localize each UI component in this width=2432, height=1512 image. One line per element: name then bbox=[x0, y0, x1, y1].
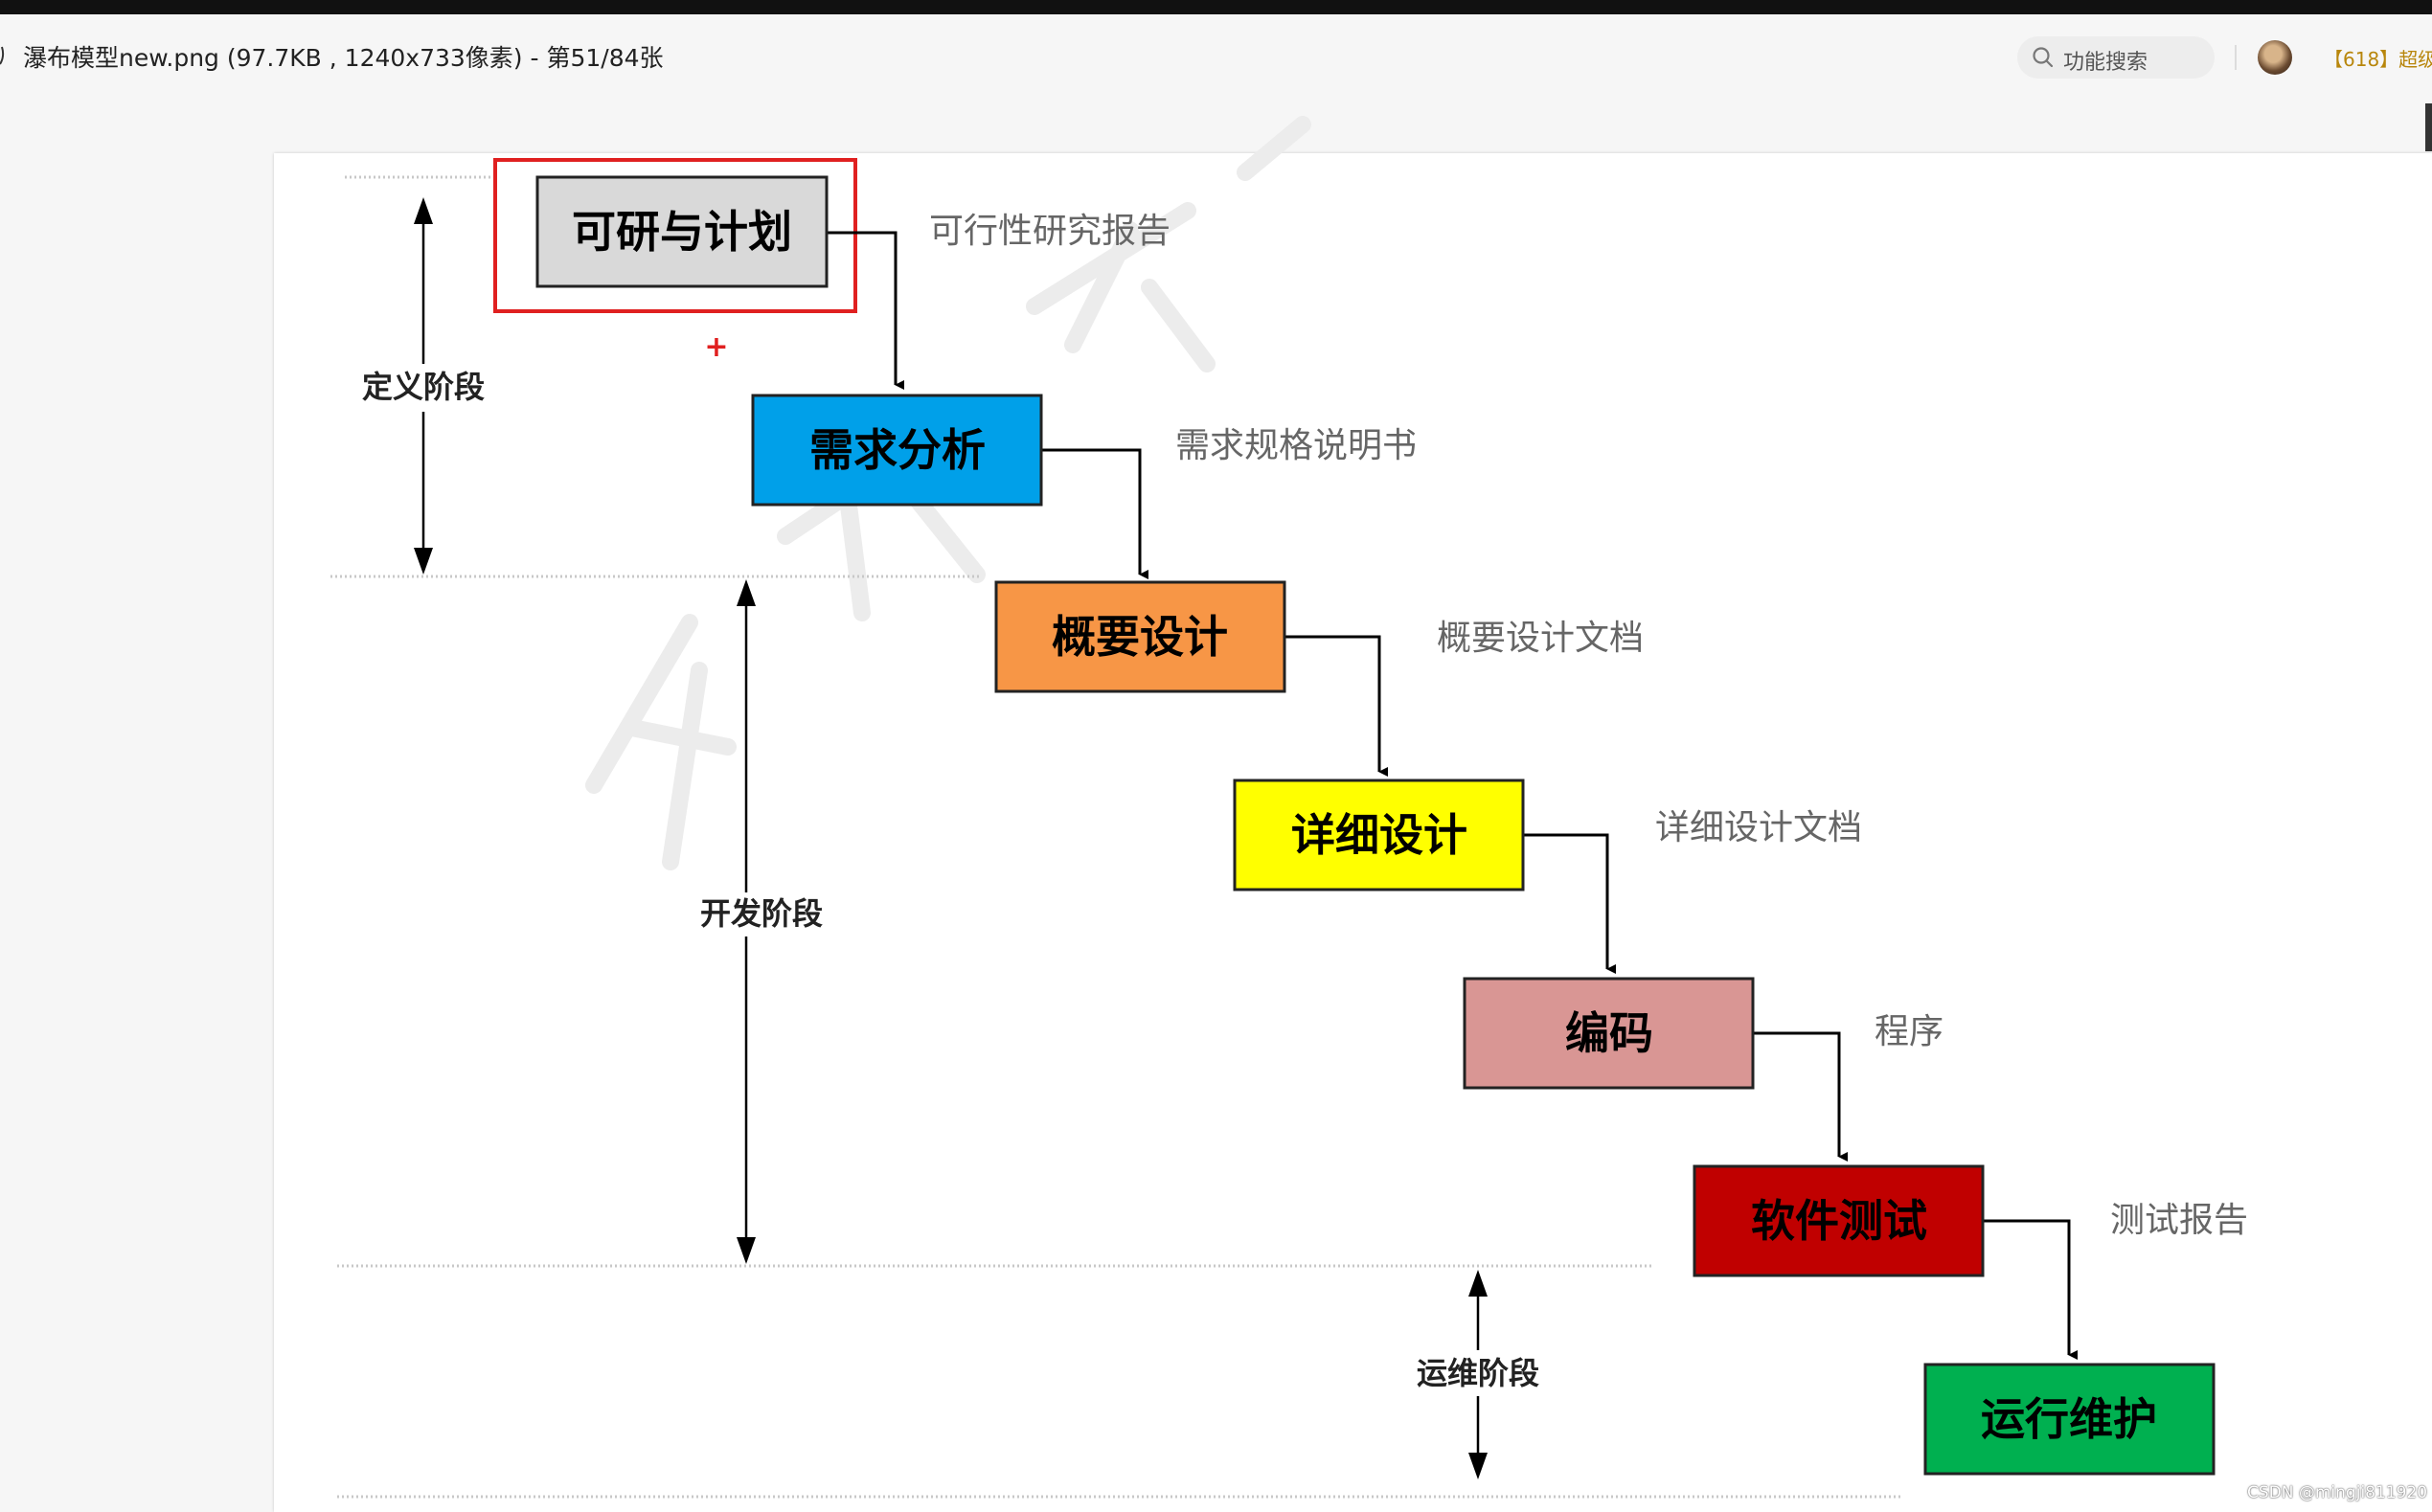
phase-arrows bbox=[414, 197, 1488, 1479]
output-requirements: 需求规格说明书 bbox=[1175, 426, 1417, 465]
stage-box-coding bbox=[1463, 977, 1755, 1090]
top-edge bbox=[0, 0, 2432, 14]
phase-label-define: 定义阶段 bbox=[362, 369, 485, 405]
stage-box-requirements bbox=[751, 394, 1043, 507]
feature-search-button[interactable]: 功能搜索 bbox=[2017, 36, 2215, 79]
stage-box-feasibility bbox=[535, 175, 829, 288]
stage-box-maintenance bbox=[1923, 1363, 2216, 1476]
scrollbar-thumb[interactable] bbox=[2425, 103, 2432, 151]
output-testing: 测试报告 bbox=[2110, 1201, 2248, 1240]
phase-labels: 定义阶段 开发阶段 运维阶段 bbox=[362, 369, 1539, 1391]
toolbar-divider bbox=[2235, 45, 2237, 70]
search-icon bbox=[2033, 47, 2054, 68]
phase-dividers bbox=[330, 175, 1901, 1499]
search-label: 功能搜索 bbox=[2063, 51, 2148, 75]
dev-phase-arrow bbox=[737, 579, 756, 1264]
user-avatar[interactable] bbox=[2258, 40, 2292, 75]
define-phase-arrow bbox=[414, 197, 433, 575]
output-detailed-design: 详细设计文档 bbox=[1655, 808, 1862, 847]
stage-labels: 可研与计划 需求分析 概要设计 详细设计 编码 软件测试 运行维护 bbox=[572, 206, 2157, 1445]
promo-link[interactable]: 【618】超级 bbox=[2324, 48, 2432, 71]
stage-box-high-level-design bbox=[994, 580, 1286, 693]
stage-box-detailed-design bbox=[1233, 779, 1525, 891]
stage-label-coding: 编码 bbox=[1565, 1007, 1653, 1059]
csdn-watermark: CSDN @mingji811920 bbox=[2247, 1483, 2428, 1502]
cursor-marker: + bbox=[704, 330, 728, 364]
stage-label-feasibility: 可研与计划 bbox=[572, 206, 792, 258]
stage-label-testing: 软件测试 bbox=[1751, 1195, 1927, 1247]
output-coding: 程序 bbox=[1875, 1012, 1943, 1051]
output-feasibility: 可行性研究报告 bbox=[929, 212, 1171, 251]
stage-boxes bbox=[535, 175, 2216, 1476]
stage-label-maintenance: 运行维护 bbox=[1981, 1393, 2157, 1445]
phase-label-develop: 开发阶段 bbox=[700, 895, 823, 932]
phase-label-ops: 运维阶段 bbox=[1417, 1355, 1539, 1391]
ops-phase-arrow bbox=[1468, 1270, 1488, 1479]
stage-label-detailed-design: 详细设计 bbox=[1291, 809, 1467, 861]
app-icon bbox=[0, 46, 5, 65]
output-high-level-design: 概要设计文档 bbox=[1437, 619, 1644, 658]
file-title: 瀑布模型new.png (97.7KB , 1240x733像素) - 第51/… bbox=[23, 44, 664, 72]
stage-box-testing bbox=[1693, 1164, 1985, 1277]
stage-label-high-level-design: 概要设计 bbox=[1052, 611, 1228, 663]
connectors bbox=[827, 231, 2078, 1360]
selection-highlight bbox=[493, 158, 857, 313]
stage-outputs: 可行性研究报告 需求规格说明书 概要设计文档 详细设计文档 程序 测试报告 bbox=[929, 212, 2248, 1240]
stage-label-requirements: 需求分析 bbox=[809, 424, 986, 476]
viewer-title-bar: 瀑布模型new.png (97.7KB , 1240x733像素) - 第51/… bbox=[0, 14, 2432, 83]
